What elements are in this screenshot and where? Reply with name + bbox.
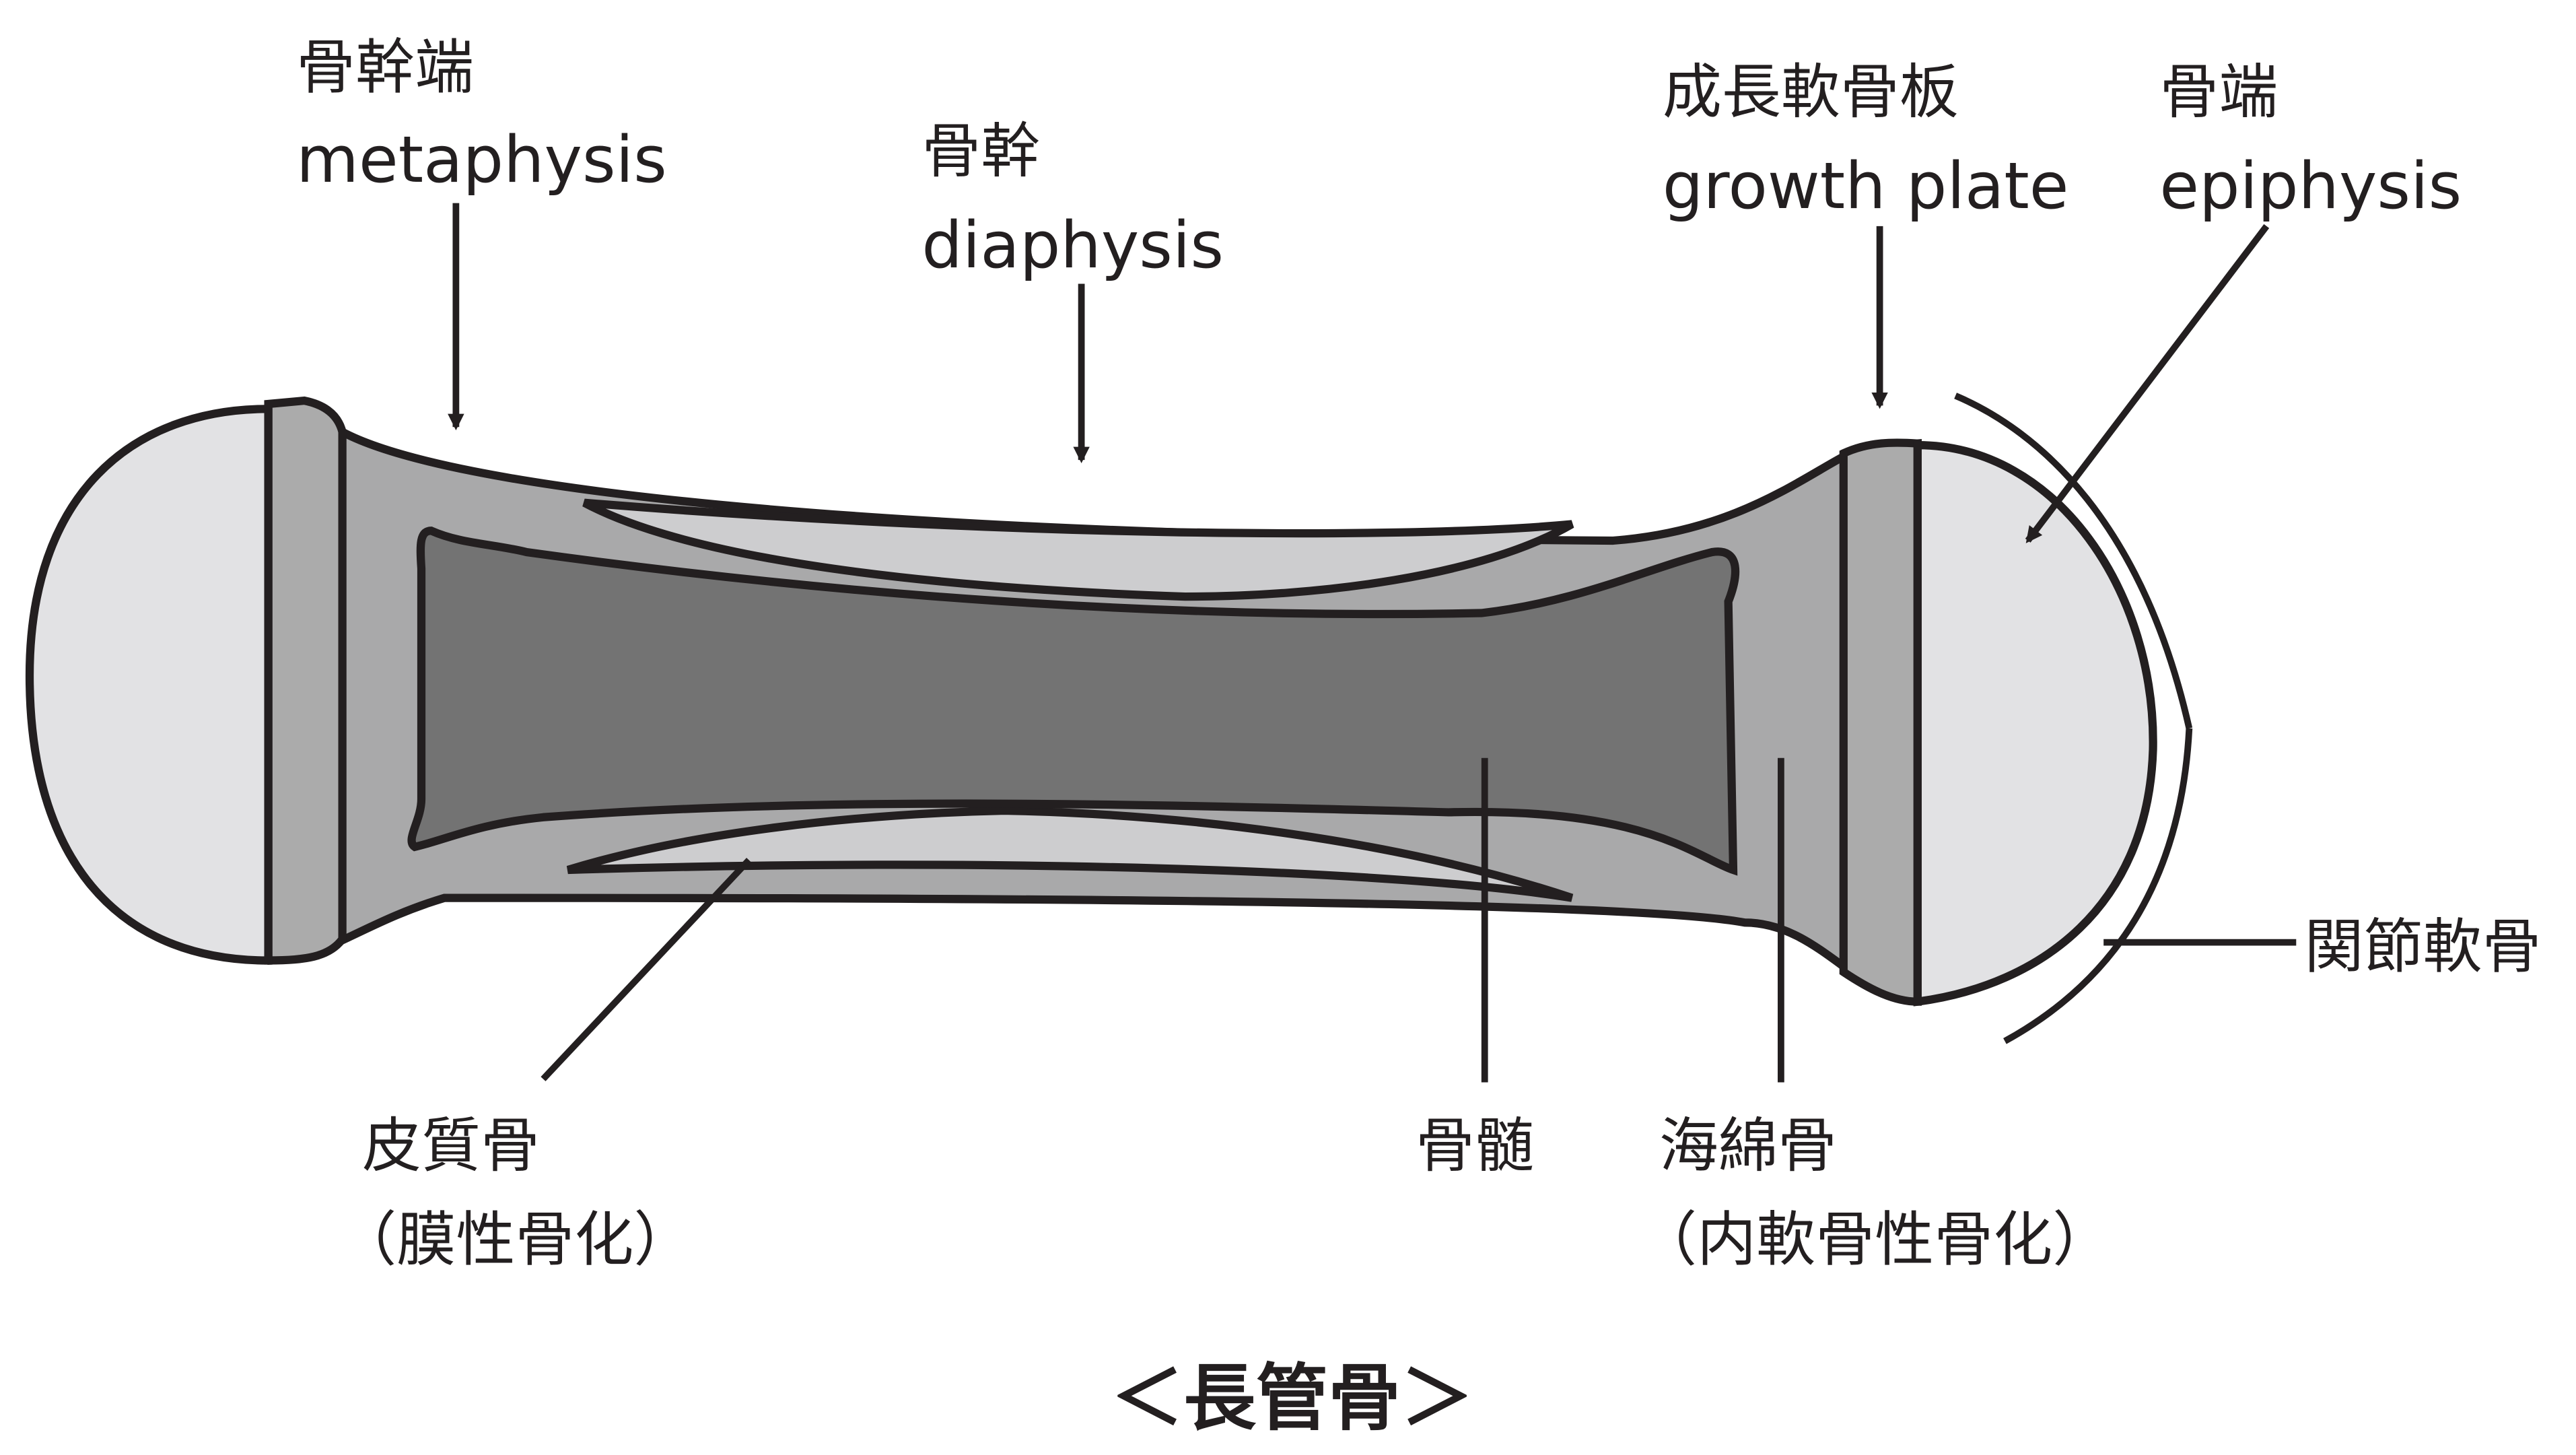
label-diaphysis-ja: 骨幹	[921, 116, 1040, 186]
cortical-bone-bottom	[566, 806, 1574, 902]
label-epiphysis-ja: 骨端	[2159, 57, 2278, 127]
epiphysis-right	[1913, 440, 2157, 1007]
bone-marrow-cavity	[407, 527, 1740, 876]
articular-cartilage-arc-lower	[2003, 728, 2193, 1044]
label-epiphysis-en: epiphysis	[2159, 149, 2462, 224]
growth-plate-left	[264, 396, 347, 965]
label-diaphysis-en: diaphysis	[921, 208, 1224, 283]
label-articular-cartilage: 関節軟骨	[2305, 912, 2542, 981]
label-growth-plate-en: growth plate	[1663, 149, 2069, 224]
cortical-bone-top	[582, 498, 1574, 601]
cortical-bone-leader	[541, 858, 752, 1081]
label-marrow: 骨髄	[1416, 1111, 1534, 1180]
diagram-title: ＜長管骨＞	[1111, 1357, 1473, 1441]
articular-cartilage-arc-upper	[1954, 393, 2193, 729]
label-spongy-bone-note: （内軟骨性骨化）	[1638, 1205, 2112, 1275]
epiphysis-arrow	[2025, 224, 2270, 543]
label-growth-plate-ja: 成長軟骨板	[1663, 57, 1959, 127]
label-spongy-bone: 海綿骨	[1659, 1111, 1837, 1180]
epiphysis-left	[25, 405, 273, 965]
label-cortical-bone: 皮質骨	[362, 1111, 540, 1180]
label-metaphysis-en: metaphysis	[296, 123, 667, 197]
growth-plate-right	[1839, 438, 1922, 1006]
label-metaphysis-ja: 骨幹端	[296, 32, 474, 102]
label-cortical-bone-note: （膜性骨化）	[337, 1205, 693, 1275]
